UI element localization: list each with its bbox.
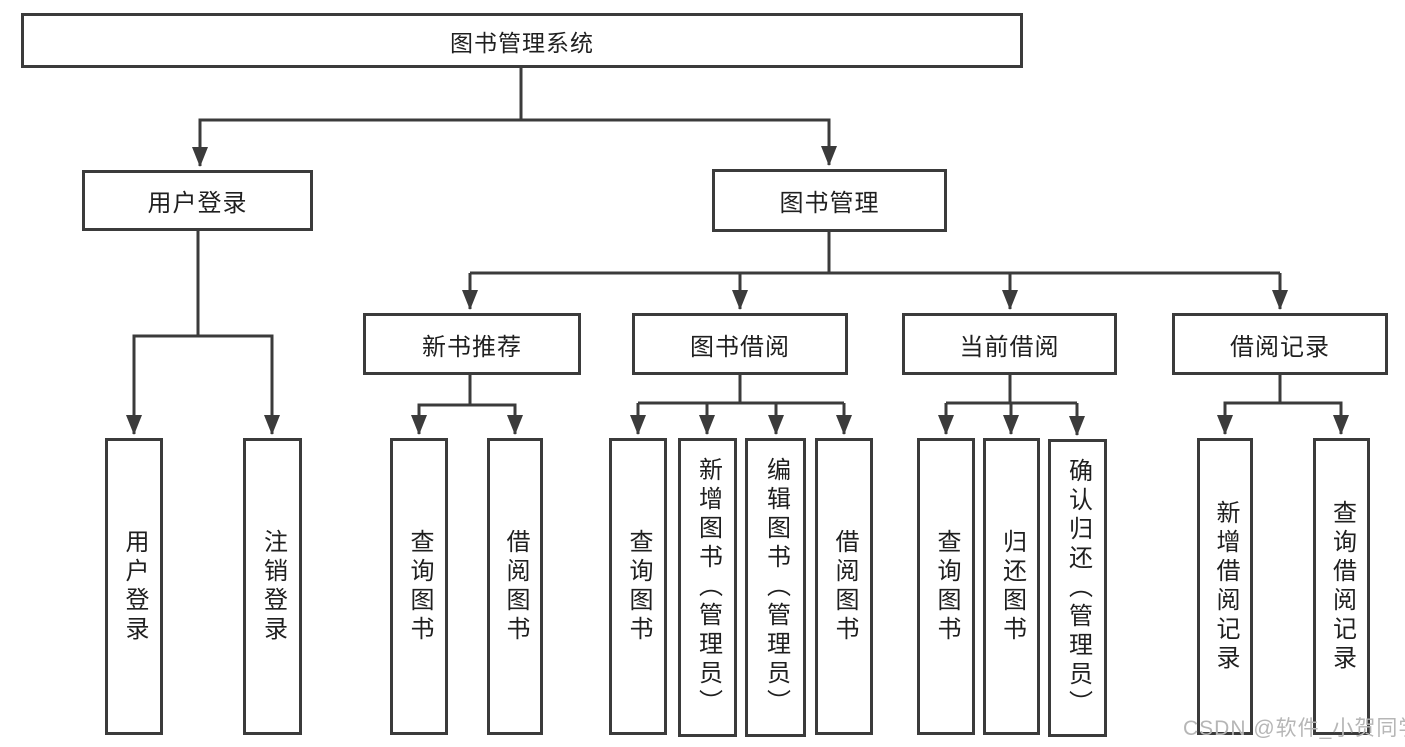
leaf-logout: 注销登录 [243,438,302,735]
leaf-add-books-admin: 新增图书（管理员） [678,438,737,737]
leaf-query-books-borrowing: 查询图书 [609,438,667,735]
node-library-management-system: 图书管理系统 [21,13,1023,68]
node-new-book-recommend: 新书推荐 [363,313,581,375]
node-current-borrowing: 当前借阅 [902,313,1117,375]
leaf-query-books-current: 查询图书 [917,438,975,735]
leaf-return-books: 归还图书 [983,438,1040,735]
node-book-borrowing: 图书借阅 [632,313,848,375]
node-book-management: 图书管理 [712,169,947,232]
leaf-user-login: 用户登录 [105,438,163,735]
leaf-borrow-books: 借阅图书 [815,438,873,735]
leaf-query-borrow-record: 查询借阅记录 [1313,438,1370,735]
node-user-login: 用户登录 [82,170,313,231]
leaf-borrow-books-recommend: 借阅图书 [487,438,543,735]
csdn-watermark: CSDN @软件_小贺同学 [1183,717,1405,740]
leaf-query-books-recommend: 查询图书 [390,438,448,735]
node-borrowing-records: 借阅记录 [1172,313,1388,375]
leaf-add-borrow-record: 新增借阅记录 [1197,438,1253,735]
leaf-edit-books-admin: 编辑图书（管理员） [745,438,806,737]
leaf-confirm-return-admin: 确认归还（管理员） [1048,439,1107,737]
